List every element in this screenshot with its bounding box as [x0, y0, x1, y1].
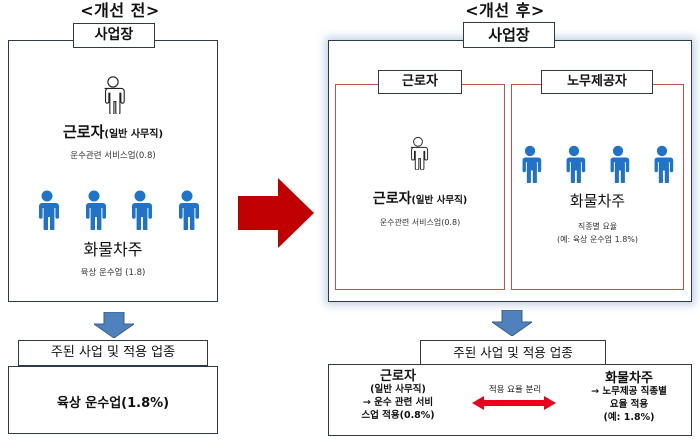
red-arrow-icon: [238, 178, 314, 248]
owners-icons-after: [516, 145, 676, 183]
double-arrow-icon: [472, 396, 556, 410]
owner-rate-line2: (예: 육상 운수업 1.8%): [556, 235, 639, 244]
site-label-after: 사업장: [463, 22, 555, 48]
owner-rate-line1: 직종별 요율: [577, 222, 618, 231]
result-worker-line2: → 운수 관련 서비: [362, 397, 434, 408]
person-blue-icon: [560, 145, 588, 183]
person-blue-icon: [79, 190, 109, 230]
labor-box-label: 노무제공자: [541, 70, 653, 94]
result-worker-title: 근로자: [380, 369, 416, 384]
industry-label-after: 주된 사업 및 적용 업종: [420, 340, 606, 366]
person-outline-icon: [99, 76, 127, 114]
worker-title-main: 근로자: [372, 191, 412, 207]
worker-title-sub: (일반 사무직): [411, 195, 468, 206]
owner-title-before: 화물차주: [83, 240, 143, 259]
labor-box-after: [511, 84, 684, 290]
worker-title-after: 근로자(일반 사무직): [335, 188, 505, 208]
worker-title-main: 근로자: [62, 123, 105, 141]
result-worker-after: 근로자 (일반 사무직) → 운수 관련 서비 스업 적용(0.8%): [338, 370, 458, 422]
heading-after: <개선 후>: [465, 1, 545, 20]
result-box-before: [8, 366, 218, 434]
owners-icons-before: [32, 190, 202, 230]
person-blue-icon: [604, 145, 632, 183]
result-worker-line1: (일반 사무직): [370, 384, 426, 395]
result-owner-title: 화물차주: [605, 371, 653, 386]
person-blue-icon: [32, 190, 62, 230]
worker-rate-before: 운수관련 서비스업(0.8): [70, 151, 156, 161]
site-label-before: 사업장: [73, 23, 155, 48]
person-blue-icon: [648, 145, 676, 183]
result-before: 육상 운수업(1.8%): [56, 396, 170, 411]
result-worker-line3: 스업 적용(0.8%): [361, 410, 435, 421]
separation-label: 적용 요율 분리: [488, 385, 542, 395]
person-outline-icon: [406, 136, 430, 170]
person-blue-icon: [125, 190, 155, 230]
result-owner-after: 화물차주 → 노무제공 직종별 요율 적용 (예: 1.8%): [570, 372, 688, 424]
person-blue-icon: [172, 190, 202, 230]
worker-title-before: 근로자(일반 사무직): [8, 121, 218, 142]
worker-box-after: [335, 84, 505, 290]
owner-title-after: 화물차주: [569, 192, 626, 210]
industry-label-before: 주된 사업 및 적용 업종: [18, 340, 208, 366]
down-arrow-icon: [94, 312, 134, 338]
result-owner-line2: 요율 적용: [609, 399, 649, 410]
owner-rate-before: 육상 운수업 (1.8): [80, 268, 146, 278]
result-owner-line3: (예: 1.8%): [603, 412, 655, 423]
heading-before: <개선 전>: [80, 1, 160, 20]
person-blue-icon: [516, 145, 544, 183]
worker-rate-after: 운수관련 서비스업(0.8): [379, 218, 461, 227]
down-arrow-icon: [492, 310, 532, 336]
worker-title-sub: (일반 사무직): [104, 129, 164, 140]
result-owner-line1: → 노무제공 직종별: [591, 386, 667, 397]
worker-box-label: 근로자: [378, 70, 462, 94]
